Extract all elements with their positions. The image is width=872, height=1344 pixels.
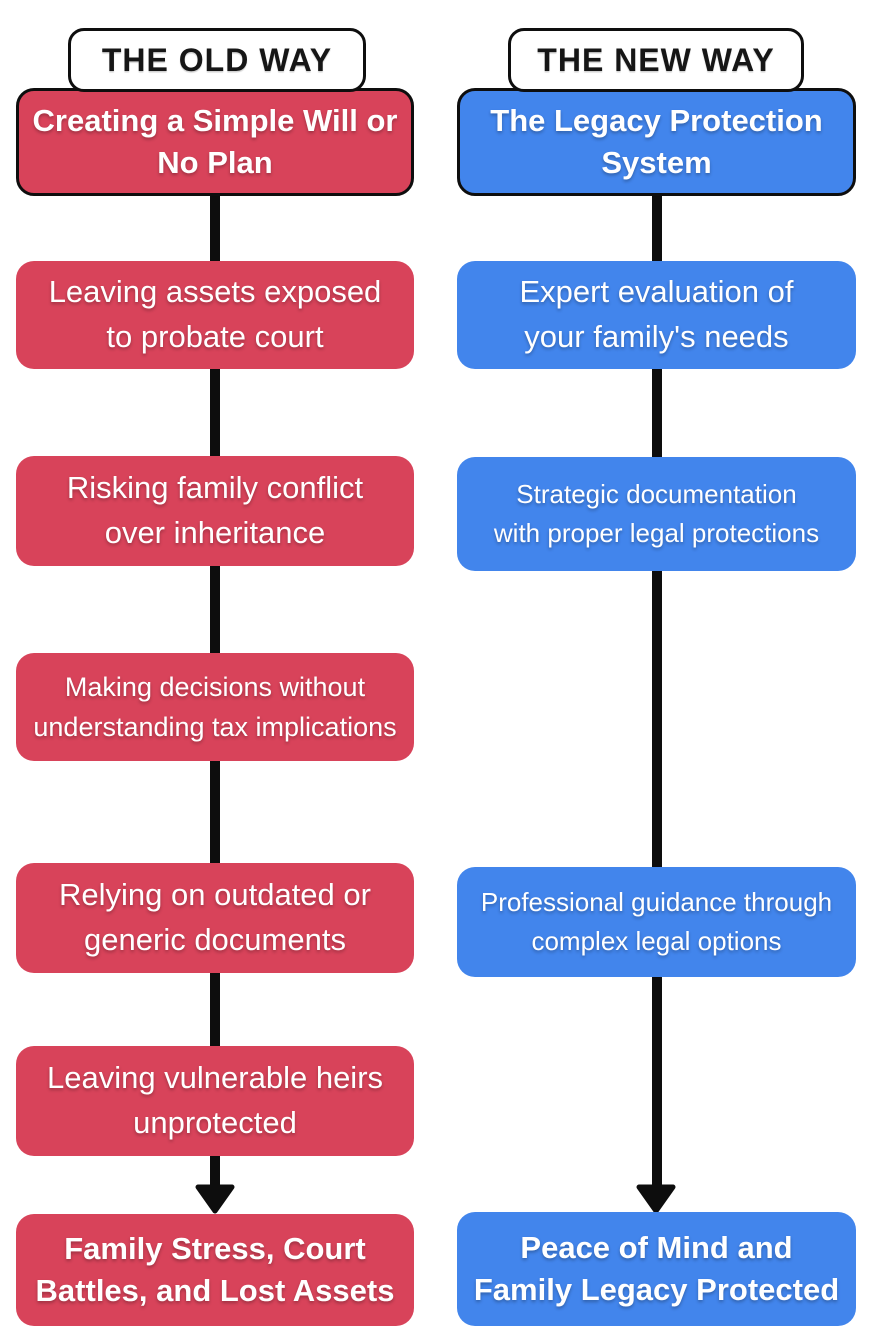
new-way-outcome-box: Peace of Mind and Family Legacy Protecte… bbox=[457, 1212, 856, 1326]
new-way-step-documentation-box: Strategic documentation with proper lega… bbox=[457, 457, 856, 571]
old-way-step-label: Leaving assets exposed to probate court bbox=[48, 274, 382, 354]
old-way-outcome-box: Family Stress, Court Battles, and Lost A… bbox=[16, 1214, 414, 1326]
new-way-connector-line bbox=[652, 192, 662, 1186]
new-way-title-label: The Legacy Protection System bbox=[490, 102, 823, 180]
new-way-step-label: Strategic documentation with proper lega… bbox=[493, 479, 820, 548]
old-way-outcome-label: Family Stress, Court Battles, and Lost A… bbox=[35, 1230, 395, 1308]
old-way-step-label: Leaving vulnerable heirs unprotected bbox=[46, 1060, 384, 1140]
old-way-header: THE OLD WAY bbox=[68, 28, 366, 92]
new-way-step-label: Expert evaluation of your family's needs bbox=[519, 274, 794, 354]
new-way-arrow-down-icon bbox=[636, 1184, 676, 1214]
old-way-header-label: THE OLD WAY bbox=[101, 41, 333, 78]
new-way-step-evaluation-box: Expert evaluation of your family's needs bbox=[457, 261, 856, 369]
new-way-step-label: Professional guidance through complex le… bbox=[480, 887, 833, 956]
old-way-step-probate-box: Leaving assets exposed to probate court bbox=[16, 261, 414, 369]
old-way-step-heirs-box: Leaving vulnerable heirs unprotected bbox=[16, 1046, 414, 1156]
old-way-step-outdated-box: Relying on outdated or generic documents bbox=[16, 863, 414, 973]
old-way-arrow-down-icon bbox=[195, 1184, 235, 1214]
new-way-outcome-label: Peace of Mind and Family Legacy Protecte… bbox=[473, 1229, 840, 1307]
new-way-header: THE NEW WAY bbox=[508, 28, 804, 92]
old-way-step-tax-box: Making decisions without understanding t… bbox=[16, 653, 414, 761]
old-way-title-box: Creating a Simple Will or No Plan bbox=[16, 88, 414, 196]
old-way-step-conflict-box: Risking family conflict over inheritance bbox=[16, 456, 414, 566]
old-way-step-label: Risking family conflict over inheritance bbox=[66, 470, 364, 550]
new-way-title-box: The Legacy Protection System bbox=[457, 88, 856, 196]
old-way-title-label: Creating a Simple Will or No Plan bbox=[32, 102, 398, 180]
old-way-step-label: Relying on outdated or generic documents bbox=[59, 877, 371, 957]
new-way-header-label: THE NEW WAY bbox=[537, 41, 775, 78]
old-way-step-label: Making decisions without understanding t… bbox=[33, 671, 397, 743]
new-way-step-guidance-box: Professional guidance through complex le… bbox=[457, 867, 856, 977]
